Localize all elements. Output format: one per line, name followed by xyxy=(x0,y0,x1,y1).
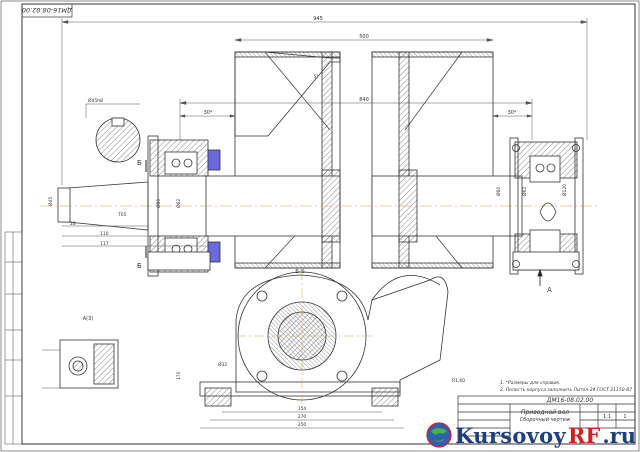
watermark-rf: RF xyxy=(567,422,601,448)
dim-945: 945 xyxy=(313,16,323,22)
dim-r: R1,60 xyxy=(452,378,465,384)
angle-5: 5° xyxy=(313,74,318,80)
right-dim-d62: Ø62 xyxy=(521,187,528,196)
section-b-top: Б xyxy=(137,159,142,167)
dim-left-30: 30* xyxy=(204,110,213,116)
top-code-box: ДМ16-08.02.00 xyxy=(21,3,73,18)
dimension-drum-500 xyxy=(234,38,494,42)
dimension-shaft-840 xyxy=(179,99,533,140)
dim-d80: Ø80 xyxy=(155,199,162,208)
dim-110: 110 xyxy=(100,231,109,237)
dim-right-30: 30* xyxy=(508,110,517,116)
dim-d45: Ø45 xyxy=(47,197,54,206)
view-a-arrow xyxy=(537,268,543,286)
right-housing-foot xyxy=(512,251,580,271)
left-housing-foot xyxy=(147,251,211,271)
bb-base xyxy=(199,381,401,397)
globe-logo-icon xyxy=(426,422,452,448)
titleblock-code: ДМ16-08.02.00 xyxy=(546,397,594,404)
watermark-tld: .ru xyxy=(602,422,636,448)
detail-a-title: А(3) xyxy=(83,316,94,322)
dim-117: 117 xyxy=(100,241,109,247)
note-1: 1. *Размеры для справок. xyxy=(500,380,561,386)
key-dim: Ø45h8 xyxy=(88,97,103,104)
bb-width-dims xyxy=(200,411,404,429)
shaft-dim-d60: Ø60 xyxy=(495,187,502,196)
bb-foot-left xyxy=(204,387,232,407)
section-bb-view xyxy=(199,270,449,407)
dim-154: 154 xyxy=(298,406,307,412)
dimension-overall-945 xyxy=(61,18,588,185)
titleblock-scale: 1:1 xyxy=(603,414,611,420)
left-margin-stamp xyxy=(4,231,23,445)
section-b-bottom: Б xyxy=(137,262,142,270)
titleblock-subtitle: Сборочный чертеж xyxy=(520,417,571,423)
detail-a-view xyxy=(42,339,119,389)
dim-32: Ø32 xyxy=(218,361,227,368)
shaft xyxy=(57,169,523,243)
view-a-label: А xyxy=(547,286,552,294)
right-bearing-unit xyxy=(509,137,584,275)
dimension-right-30 xyxy=(492,114,533,118)
title-block xyxy=(457,395,636,445)
bb-foot-right xyxy=(371,387,399,407)
dim-d62: Ø62 xyxy=(175,199,182,208)
dim-170: 170 xyxy=(176,371,182,380)
dim-taper: Т65 xyxy=(117,212,127,218)
dimension-left-30 xyxy=(179,114,236,118)
left-length-dims xyxy=(62,225,206,247)
dim-840: 840 xyxy=(359,97,369,103)
top-drawing-code: ДМ16-08.02.00 xyxy=(22,6,73,14)
dim-270: 270 xyxy=(298,414,307,420)
dim-28: 28 xyxy=(70,221,76,227)
dim-500: 500 xyxy=(359,34,369,40)
watermark-name: Kursovoy xyxy=(455,422,566,448)
dim-350: 350 xyxy=(298,422,307,428)
shaft-end-cap xyxy=(57,187,71,223)
sheet-inner-frame xyxy=(21,3,636,445)
key-cross-section xyxy=(85,103,141,163)
left-bearing-unit xyxy=(147,135,221,277)
titleblock-title: Приводной вал xyxy=(521,409,569,416)
titleblock-sheet: 1 xyxy=(623,414,626,420)
note-2: 2. Полость корпуса заполнить Литол-24 ГО… xyxy=(500,387,632,393)
right-dim-d120: Ø120 xyxy=(561,184,568,196)
